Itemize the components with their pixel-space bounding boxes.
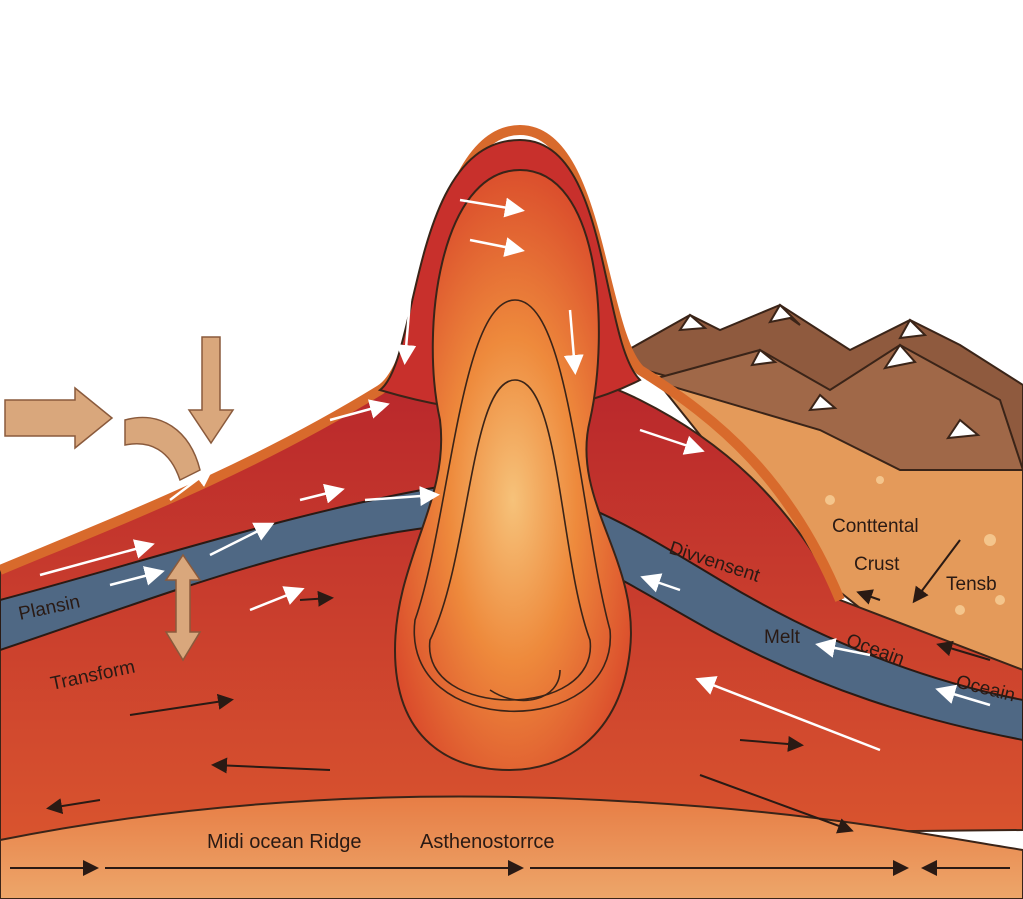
label-mid-ocean-ridge: Midi ocean Ridge xyxy=(207,831,362,853)
crust-dots xyxy=(825,476,1005,615)
mountain-range xyxy=(607,303,1023,472)
push-arrow-right xyxy=(4,386,114,450)
label-continental: Conttental xyxy=(832,516,919,537)
flow-arrows-white xyxy=(39,197,991,752)
curved-arrow xyxy=(124,416,201,482)
label-asthenosphere: Asthenostorrce xyxy=(420,831,555,853)
flow-arrows-dark xyxy=(10,539,1010,876)
force-arrows xyxy=(4,336,235,662)
asthenosphere-base xyxy=(0,795,1023,899)
crust-edge xyxy=(0,124,845,602)
push-arrow-down xyxy=(187,336,235,445)
label-tensb: Tensb xyxy=(946,574,997,595)
vertical-double-arrow xyxy=(164,553,202,662)
plume-flow-lines xyxy=(413,299,611,713)
label-crust: Crust xyxy=(854,554,900,575)
label-melt: Melt xyxy=(764,627,801,648)
